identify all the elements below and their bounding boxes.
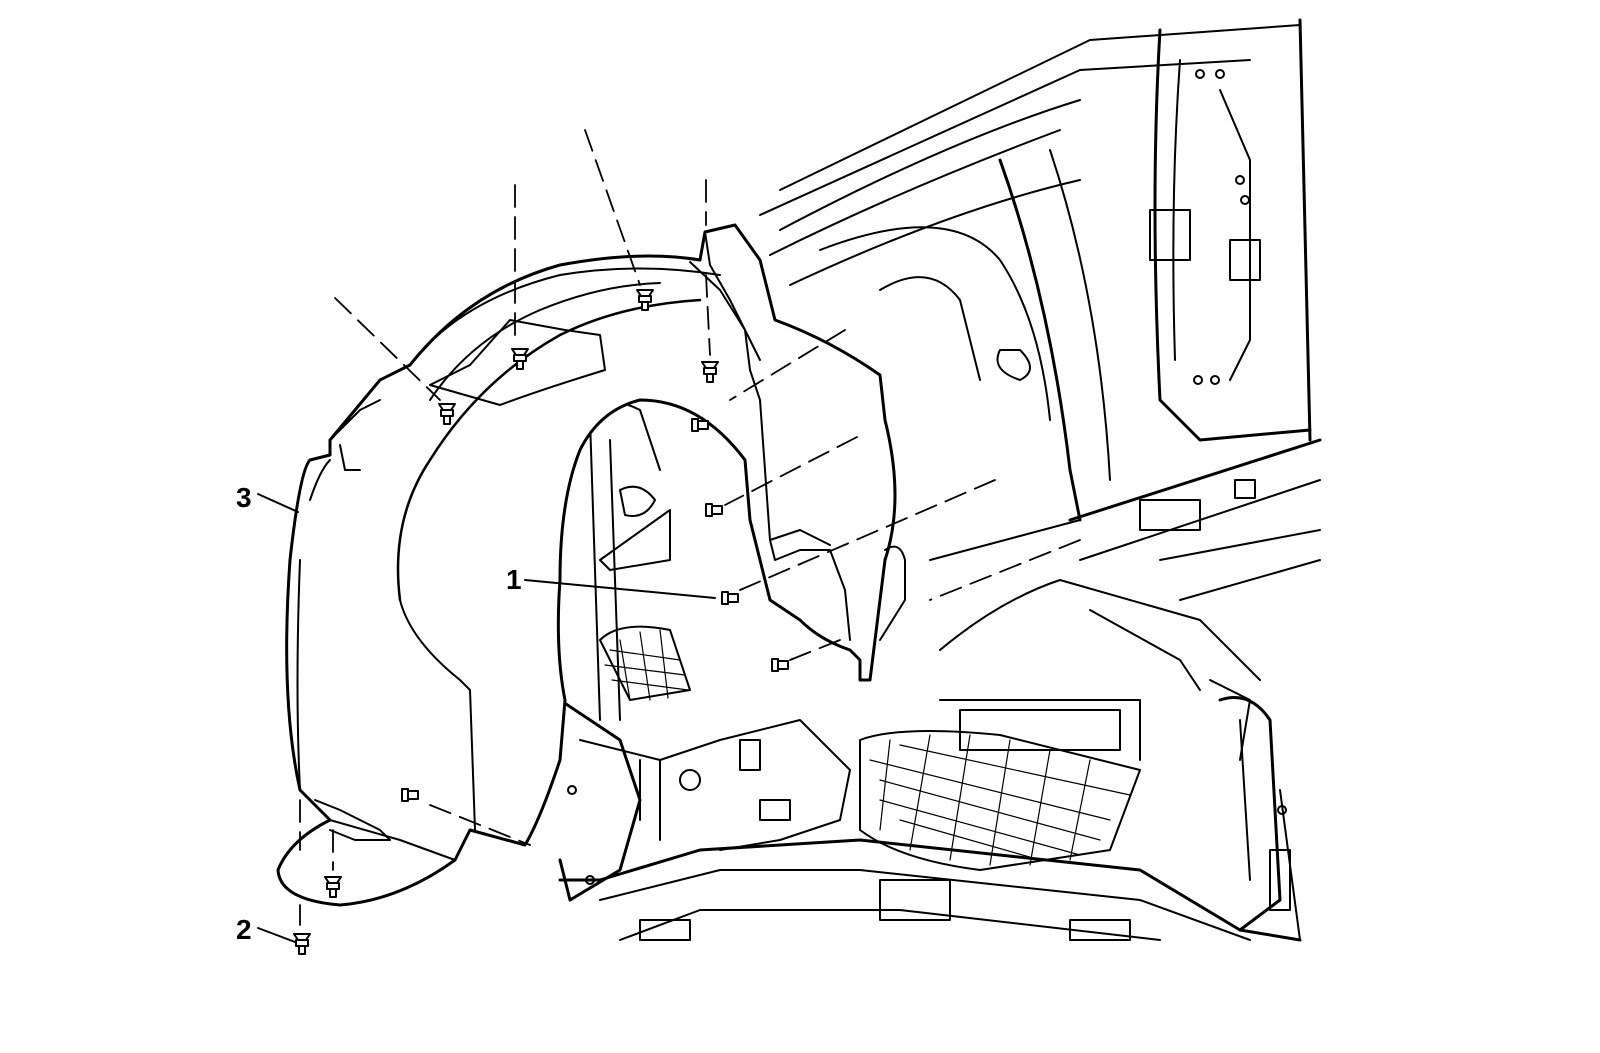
leader-3: [257, 493, 299, 513]
wheelhouse-liner: [276, 223, 906, 907]
grille-mesh: [604, 629, 1131, 866]
callout-leaders: [257, 493, 716, 943]
vehicle-body-structure: [558, 18, 1322, 942]
leader-2: [257, 927, 296, 943]
installation-lines: [299, 129, 1081, 926]
callout-label-3: 3: [236, 482, 252, 513]
headlamp-bracket: [558, 399, 851, 902]
liner-fasteners: [293, 289, 789, 955]
callout-label-2: 2: [236, 914, 252, 945]
callout-label-1: 1: [506, 564, 522, 595]
leader-1: [524, 579, 716, 599]
